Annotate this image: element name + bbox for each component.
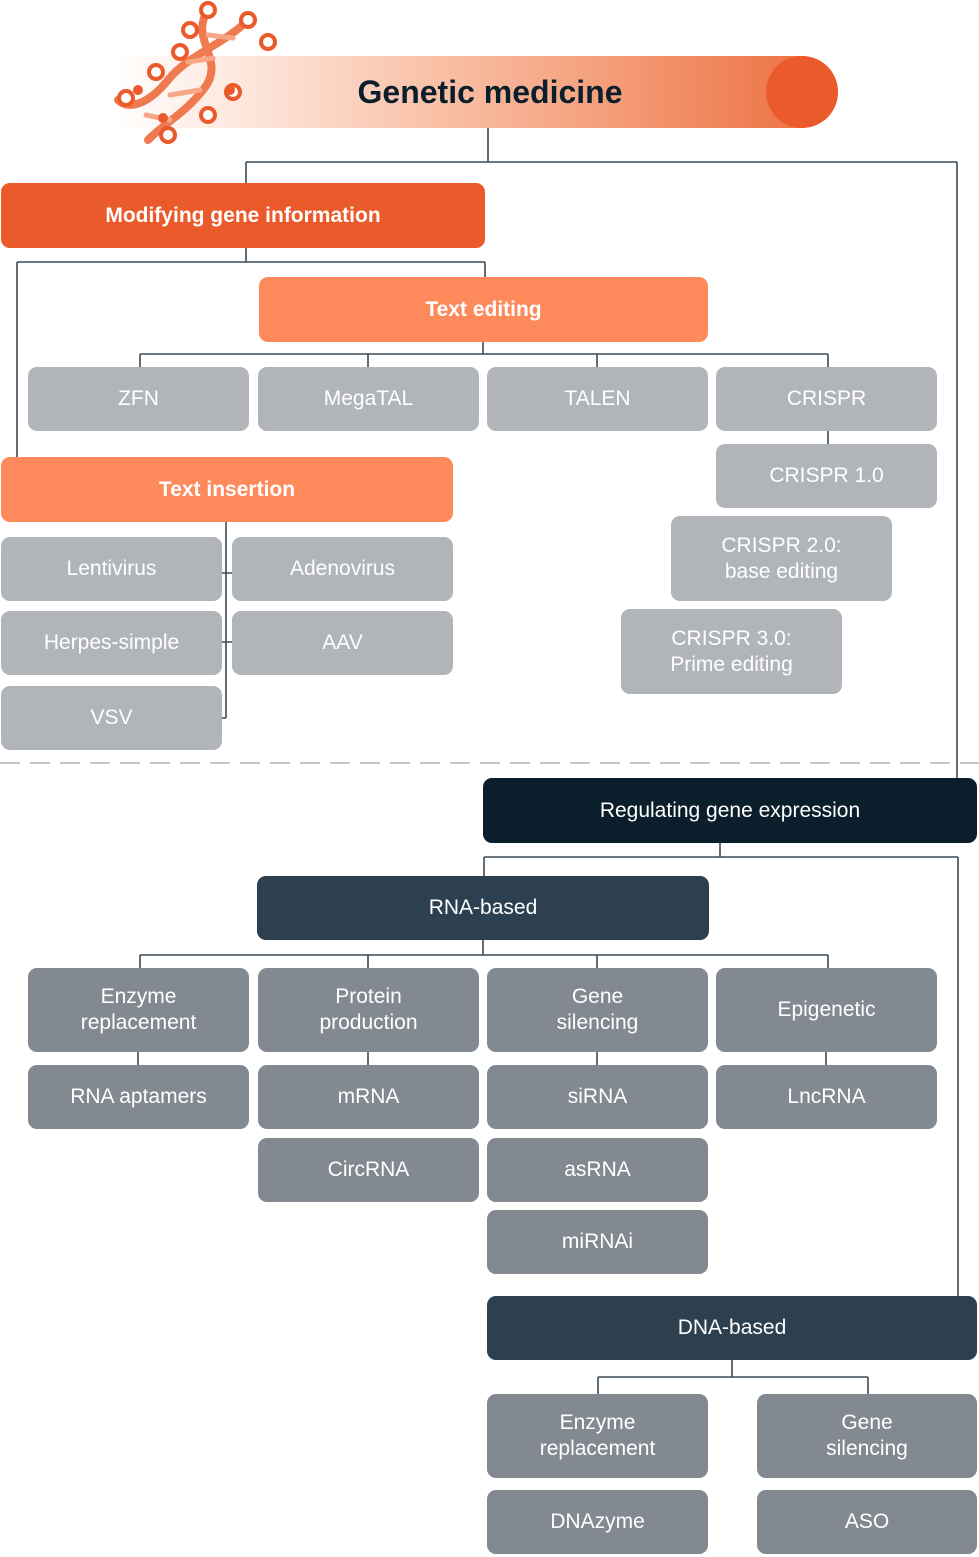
dnazyme-node: DNAzyme: [487, 1490, 708, 1554]
dna-enzyme-replacement-node: Enzyme replacement: [487, 1394, 708, 1478]
sirna-node: siRNA: [487, 1065, 708, 1129]
asrna-node: asRNA: [487, 1138, 708, 1202]
talen-node: TALEN: [487, 367, 708, 431]
crispr-node: CRISPR: [716, 367, 937, 431]
epigenetic-node: Epigenetic: [716, 968, 937, 1052]
mrna-node: mRNA: [258, 1065, 479, 1129]
vsv-node: VSV: [1, 686, 222, 750]
aso-node: ASO: [757, 1490, 977, 1554]
lncrna-node: LncRNA: [716, 1065, 937, 1129]
megatal-node: MegaTAL: [258, 367, 479, 431]
title-banner-circle: [766, 56, 838, 128]
aav-node: AAV: [232, 611, 453, 675]
crispr-1-node: CRISPR 1.0: [716, 444, 937, 508]
regulating-gene-expression-node: Regulating gene expression: [483, 778, 977, 843]
protein-production-node: Protein production: [258, 968, 479, 1052]
rna-aptamers-node: RNA aptamers: [28, 1065, 249, 1129]
crispr-2-node: CRISPR 2.0: base editing: [671, 516, 892, 601]
text-editing-node: Text editing: [259, 277, 708, 342]
lentivirus-node: Lentivirus: [1, 537, 222, 601]
crispr-3-node: CRISPR 3.0: Prime editing: [621, 609, 842, 694]
modifying-gene-information-node: Modifying gene information: [1, 183, 485, 248]
zfn-node: ZFN: [28, 367, 249, 431]
rna-enzyme-replacement-node: Enzyme replacement: [28, 968, 249, 1052]
dna-gene-silencing-node: Gene silencing: [757, 1394, 977, 1478]
dna-molecule-icon: [114, 1, 277, 144]
circrna-node: CircRNA: [258, 1138, 479, 1202]
rna-gene-silencing-node: Gene silencing: [487, 968, 708, 1052]
dna-based-node: DNA-based: [487, 1296, 977, 1360]
rna-based-node: RNA-based: [257, 876, 709, 940]
text-insertion-node: Text insertion: [1, 457, 453, 522]
herpes-simple-node: Herpes-simple: [1, 611, 222, 675]
adenovirus-node: Adenovirus: [232, 537, 453, 601]
page-title: Genetic medicine: [357, 73, 623, 110]
mirnai-node: miRNAi: [487, 1210, 708, 1274]
